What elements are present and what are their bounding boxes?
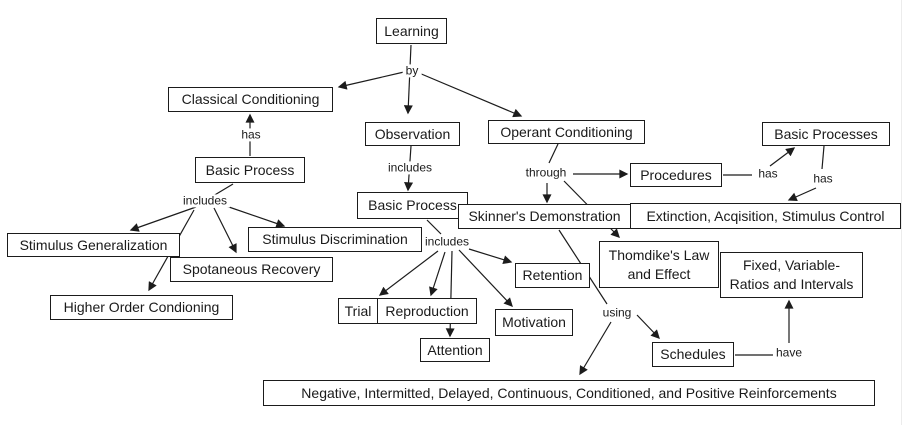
edge-operant-through	[548, 143, 559, 164]
edge-includes-retention	[468, 248, 513, 265]
edge-basicprocessleft-includes	[212, 183, 234, 197]
node-label-stimulus-generalization: Stimulus Generalization	[19, 236, 168, 253]
edge-includes-reproduction	[429, 251, 446, 297]
node-label-basic-process-left: Basic Process	[205, 161, 295, 178]
canvas-right-edge-line	[901, 0, 902, 425]
node-higher-order-condioning[interactable]: Higher Order Condioning	[50, 295, 233, 320]
node-label-observation: Observation	[374, 125, 451, 142]
edge-using-reinforcements	[579, 321, 612, 376]
node-learning[interactable]: Learning	[376, 18, 447, 44]
node-stimulus-generalization[interactable]: Stimulus Generalization	[7, 233, 180, 257]
node-label-attention: Attention	[427, 341, 483, 358]
link-label-includes-mid[interactable]: includes	[421, 235, 473, 249]
link-label-has-2[interactable]: has	[810, 172, 836, 186]
node-label-reinforcements: Negative, Intermitted, Delayed, Continuo…	[301, 384, 837, 401]
node-procedures[interactable]: Procedures	[630, 163, 722, 187]
node-label-extinction-acqisition: Extinction, Acqisition, Stimulus Control	[646, 207, 885, 224]
node-retention[interactable]: Retention	[515, 263, 590, 288]
node-observation[interactable]: Observation	[365, 122, 460, 146]
node-classical-conditioning[interactable]: Classical Conditioning	[168, 87, 333, 112]
edge-has-extinction	[787, 187, 817, 202]
node-label-learning: Learning	[384, 22, 439, 39]
node-extinction-acqisition[interactable]: Extinction, Acqisition, Stimulus Control	[630, 203, 901, 229]
node-schedules[interactable]: Schedules	[652, 342, 734, 367]
link-label-using[interactable]: using	[599, 306, 635, 320]
edge-by-operant	[418, 72, 523, 118]
node-label-retention: Retention	[522, 267, 583, 284]
node-label-skinners-demonstration: Skinner's Demonstration	[468, 208, 621, 225]
node-label-higher-order-condioning: Higher Order Condioning	[63, 299, 220, 316]
edge-using-schedules	[636, 314, 660, 339]
edge-includes-stimdiscrimination	[225, 205, 286, 228]
node-label-classical-conditioning: Classical Conditioning	[181, 91, 320, 108]
node-stimulus-discrimination[interactable]: Stimulus Discrimination	[248, 227, 422, 252]
node-basic-process-center[interactable]: Basic Process	[357, 192, 468, 219]
node-reinforcements[interactable]: Negative, Intermitted, Delayed, Continuo…	[263, 380, 875, 406]
node-label-schedules: Schedules	[660, 346, 726, 363]
node-basic-processes[interactable]: Basic Processes	[762, 122, 890, 146]
node-operant-conditioning[interactable]: Operant Conditioning	[488, 120, 645, 144]
link-label-through[interactable]: through	[522, 166, 570, 180]
link-label-has-1[interactable]: has	[755, 167, 781, 181]
node-motivation[interactable]: Motivation	[495, 309, 573, 336]
node-skinners-demonstration[interactable]: Skinner's Demonstration	[458, 204, 631, 229]
edge-includes-motivation	[458, 249, 513, 307]
edge-learning-by-observation	[403, 44, 413, 115]
edge-includes-spotaneous	[213, 207, 237, 254]
link-label-by[interactable]: by	[402, 64, 422, 78]
edge-includes-trial	[378, 250, 439, 296]
edge-by-classical	[337, 71, 405, 90]
node-label-operant-conditioning: Operant Conditioning	[500, 123, 633, 140]
edge-has-basicprocesses	[769, 147, 796, 167]
node-attention[interactable]: Attention	[420, 338, 490, 362]
link-label-includes-left[interactable]: includes	[179, 194, 231, 208]
node-label-reproduction: Reproduction	[385, 302, 469, 319]
node-spotaneous-recovery[interactable]: Spotaneous Recovery	[170, 257, 333, 282]
link-label-includes-obs[interactable]: includes	[384, 161, 436, 175]
node-basic-process-left[interactable]: Basic Process	[195, 157, 305, 183]
link-label-have[interactable]: have	[772, 346, 806, 360]
link-label-has-left[interactable]: has	[238, 128, 264, 142]
node-label-procedures: Procedures	[640, 166, 712, 183]
node-label-trial: Trial	[344, 302, 372, 319]
node-label-motivation: Motivation	[502, 314, 566, 331]
node-trial[interactable]: Trial	[338, 298, 378, 324]
node-label-spotaneous-recovery: Spotaneous Recovery	[182, 261, 321, 278]
node-label-basic-process-center: Basic Process	[368, 197, 457, 214]
edge-basicprocessmid-includes	[426, 219, 442, 235]
node-label-thomdikes-law: Thomdike's Law and Effect	[608, 246, 710, 282]
node-reproduction[interactable]: Reproduction	[377, 298, 477, 324]
node-label-basic-processes: Basic Processes	[774, 125, 878, 142]
edge-basicprocesses-has	[821, 145, 825, 170]
node-label-fixed-variable: Fixed, Variable- Ratios and Intervals	[729, 257, 854, 292]
node-thomdikes-law[interactable]: Thomdike's Law and Effect	[599, 241, 719, 288]
node-label-stimulus-discrimination: Stimulus Discrimination	[262, 231, 408, 248]
node-fixed-variable[interactable]: Fixed, Variable- Ratios and Intervals	[720, 252, 863, 298]
edge-includes-stimgeneralization	[129, 206, 197, 232]
